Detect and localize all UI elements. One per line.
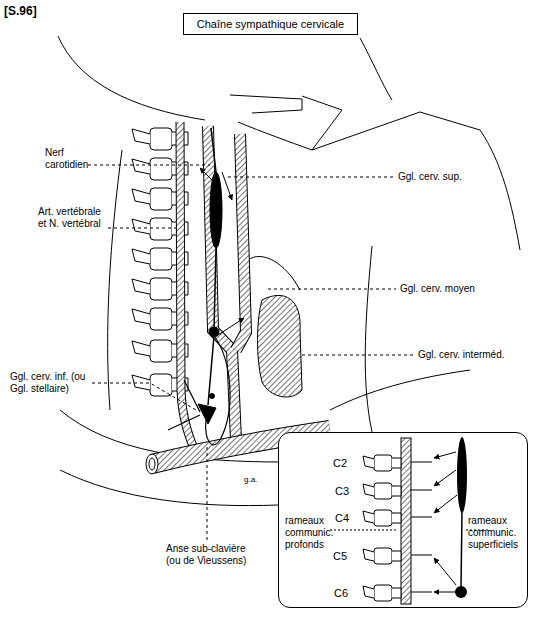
head-outline: [330, 370, 470, 410]
inset-drawing: [434, 558, 456, 585]
head-outline: [312, 112, 520, 250]
inset-drawing: [330, 530, 398, 531]
vertebra-level: C4: [335, 512, 365, 524]
inset-drawing: [461, 512, 462, 588]
inset-drawing: [411, 462, 432, 463]
vertebra-level: C5: [333, 550, 363, 562]
leader-line: [92, 383, 196, 410]
sympathetic-chain: [222, 172, 232, 200]
sympathetic-chain: [210, 394, 215, 399]
sympathetic-chain: [168, 128, 244, 445]
inset-drawing: [411, 592, 432, 593]
inset-drawing: [434, 495, 457, 513]
inset-drawing: [434, 470, 456, 486]
part-label: Art. vertébrale et N. vertébral: [38, 206, 108, 230]
inset-drawing: [363, 548, 401, 564]
sympathetic-chain: [209, 327, 219, 337]
leader-line: [268, 289, 396, 290]
thyroid-gland: [248, 257, 300, 290]
head-outline: [108, 150, 122, 410]
leader-line: [302, 355, 414, 356]
vertebra-level: C2: [333, 457, 363, 469]
sympathetic-chain: [184, 380, 200, 412]
vertebra-level: C6: [334, 587, 364, 599]
carotid-artery: [208, 126, 236, 440]
leader-line: [228, 177, 394, 178]
inset-drawing: [401, 438, 411, 604]
sympathetic-chain: [218, 318, 244, 335]
part-label: Ggl. cerv. moyen: [400, 283, 510, 295]
carotid-artery: [236, 134, 246, 350]
leader-line: [207, 446, 208, 540]
thyroid-gland: [258, 295, 303, 397]
sympathetic-chain: [200, 168, 212, 180]
head-outline: [365, 246, 372, 432]
carotid-artery: [236, 134, 246, 350]
subclavian-artery: [146, 454, 158, 474]
inset-drawing: [457, 437, 467, 513]
carotid-artery: [208, 126, 236, 440]
title-text: Chaîne sympathique cervicale: [197, 18, 344, 30]
head-outline: [238, 96, 342, 150]
vertebral-artery: [180, 122, 198, 458]
inset-drawing: [278, 432, 528, 608]
sympathetic-chain: [208, 336, 214, 405]
head-outline: [360, 38, 392, 100]
vertebral-artery: [180, 122, 198, 458]
part-label: Anse sub-clavière (ou de Vieussens): [166, 543, 256, 567]
vertebral-artery: [180, 122, 198, 458]
sympathetic-chain: [211, 128, 216, 172]
head-outline: [58, 36, 205, 120]
part-label: Ggl. cerv. inf. (ou Ggl. stellaire): [10, 371, 102, 395]
subclavian-artery: [149, 458, 155, 470]
sympathetic-chain: [198, 404, 216, 424]
branch-label: rameaux communic. superficiels: [468, 515, 526, 551]
part-label: Ggl. cerv. sup.: [398, 171, 508, 183]
part-label: Nerf carotidien: [45, 147, 95, 171]
inset-drawing: [363, 585, 401, 601]
figure-number: [S.96]: [4, 5, 64, 17]
inset-drawing: [363, 483, 401, 499]
thyroid-gland: [248, 257, 302, 397]
branch-label: rameaux communic. profonds: [285, 515, 340, 551]
carotid-artery: [208, 126, 246, 440]
inset-drawing: [411, 517, 432, 518]
sympathetic-chain: [214, 248, 216, 330]
inset-drawing: [434, 452, 456, 458]
sympathetic-chain: [168, 415, 200, 430]
leader-line: [88, 165, 210, 166]
head-outline: [60, 470, 278, 506]
inset-drawing: [278, 432, 528, 608]
leader-line: [108, 228, 176, 229]
part-label: Ggl. cerv. interméd.: [418, 349, 538, 361]
inset-drawing: [363, 510, 401, 526]
inset-drawing: [411, 490, 432, 491]
inset-drawing: [455, 586, 467, 598]
inset-drawing: [363, 455, 401, 471]
inset-box: C2C3C4C5C6 rameaux communic. profonds rame…: [278, 432, 528, 608]
title-box: Chaîne sympathique cervicale: [183, 13, 358, 35]
inset-drawing: [411, 555, 432, 556]
sympathetic-chain: [206, 336, 230, 445]
head-outline: [230, 95, 302, 113]
vertebra-level: C3: [335, 485, 365, 497]
sympathetic-chain: [210, 172, 222, 248]
inset-drawing: [434, 592, 455, 593]
part-label: g.a.: [244, 474, 274, 486]
